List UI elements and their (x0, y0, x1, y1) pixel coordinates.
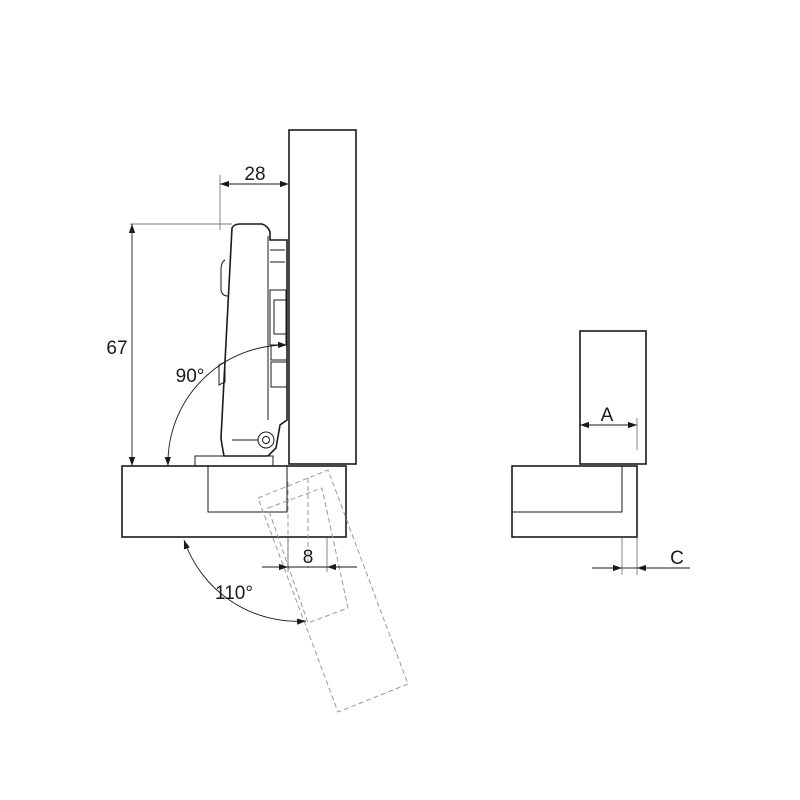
dim-A-label: A (601, 405, 614, 426)
cabinet-side-panel (288, 129, 357, 465)
angle-110: 110° (183, 539, 307, 625)
door-open-110 (257, 469, 409, 713)
hinge-cup-recess (207, 466, 288, 513)
right-view: A C (511, 330, 690, 575)
door-edge-lines (512, 466, 623, 513)
angle-90: 90° (164, 341, 288, 467)
dim-8: 8 (262, 537, 357, 572)
dim-A: A (580, 405, 638, 450)
angle-90-label: 90° (176, 366, 205, 387)
dim-67: 67 (106, 223, 232, 466)
dim-67-label: 67 (106, 338, 127, 359)
hinge-arm (194, 223, 288, 467)
left-view: 28 67 90° 110° 8 (106, 129, 409, 713)
dim-28: 28 (219, 164, 289, 230)
dim-28-label: 28 (244, 164, 265, 185)
dim-C-label: C (670, 548, 684, 569)
cabinet-side-panel-detail (579, 330, 647, 465)
dim-8-label: 8 (303, 547, 314, 568)
angle-110-label: 110° (215, 583, 253, 604)
door-detail (511, 465, 638, 538)
dim-C: C (592, 537, 690, 575)
